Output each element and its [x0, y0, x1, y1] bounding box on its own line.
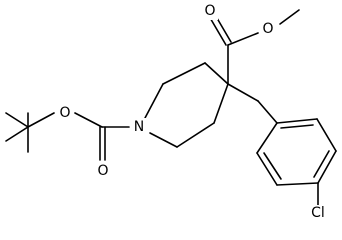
bond-tbu-methyl-left [5, 112, 29, 128]
bond-ar-5-6-inner [263, 152, 282, 180]
bond-ar-3-4 [317, 150, 337, 184]
bond-ar-2-3 [316, 118, 337, 152]
bonds [5, 9, 337, 206]
bond-ar-6-1 [256, 122, 278, 154]
bond-c2-c3 [162, 62, 206, 85]
bond-ar-5-6 [256, 152, 278, 186]
bond-c5-c6 [176, 122, 215, 148]
atom-n1: N [134, 119, 144, 135]
atom-o-ring-ester: O [59, 105, 70, 121]
bond-ar-1-2 [276, 118, 318, 124]
bond-c4-ch2 [227, 83, 259, 102]
molecule-structure: N O O O O Cl [5, 3, 337, 223]
bond-o-methyl [279, 9, 300, 25]
bond-tbu-methyl-diag [5, 126, 29, 142]
bond-ar-4-5 [276, 182, 319, 186]
bond-ar-1-2-inner [280, 124, 314, 129]
bond-c6-n [149, 132, 178, 148]
bond-ar-3-4-inner [313, 150, 330, 178]
atom-o-methyl-ester: O [262, 21, 273, 37]
bond-ester-c-o-single [227, 32, 259, 46]
bond-tbu-c-o [27, 112, 55, 128]
bond-c3-c4 [204, 62, 229, 85]
bond-ester-c-o-double-1 [208, 15, 227, 46]
bond-o-to-carbonyl-c [74, 112, 103, 128]
atom-cl: Cl [311, 205, 325, 221]
bond-n-c2 [144, 83, 164, 119]
atom-labels: N O O O O Cl [57, 3, 329, 223]
bond-c4-c5 [213, 83, 229, 124]
bond-ch2-ar [257, 100, 278, 124]
atom-o-methyl-carbonyl: O [204, 3, 215, 19]
atom-o-ring-carbonyl: O [97, 163, 108, 179]
